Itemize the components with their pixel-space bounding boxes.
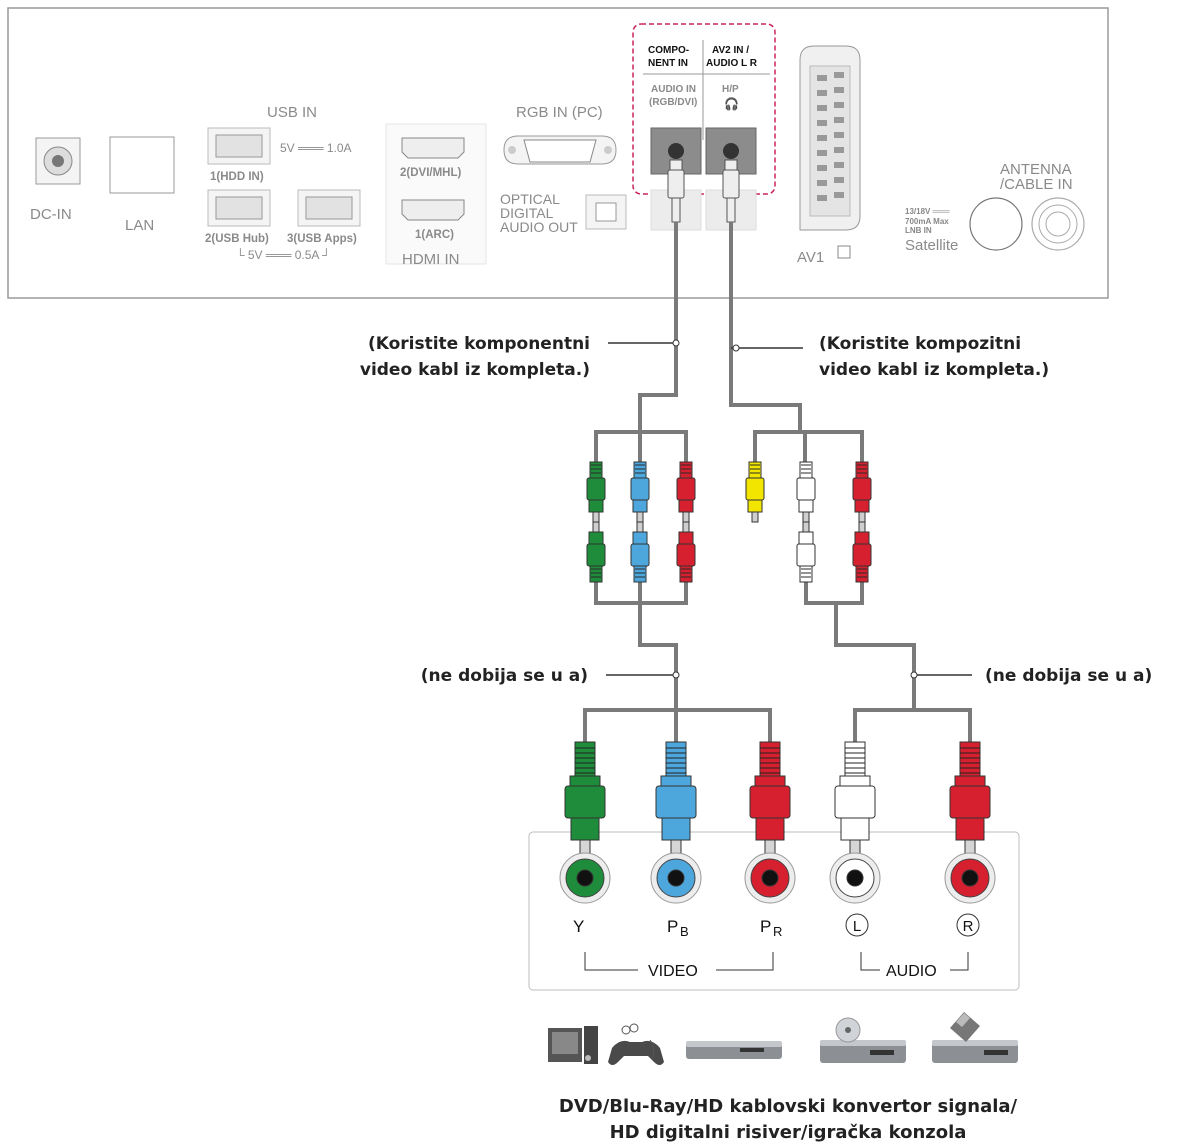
usb2-label: 2(USB Hub) (205, 233, 269, 245)
rgb-in-label: RGB IN (PC) (516, 104, 603, 121)
device-back-panel: Y P B P R L R VIDEO AUDIO (528, 741, 1020, 991)
component-note-1: (Koristite komponentni (368, 334, 590, 354)
av1-scart-port: AV1 (797, 45, 861, 266)
cables (583, 222, 972, 745)
upper-plug-white (796, 461, 816, 523)
jack-label-pr: P (760, 917, 771, 936)
set-top-box-icon (932, 1012, 1018, 1063)
jack-label-y: Y (573, 917, 584, 936)
sat-label-3: LNB IN (905, 226, 932, 235)
hp-label: H/P (722, 84, 739, 95)
blu-ray-player-icon (820, 1017, 906, 1063)
audio-in-label-2: (RGB/DVI) (649, 97, 697, 108)
not-included-left: (ne dobija se u a) (421, 666, 588, 686)
plug-r-red (944, 741, 996, 904)
av2-label-2: AUDIO L R (706, 58, 758, 69)
antenna-label-2: /CABLE IN (1000, 176, 1073, 193)
plug-y-green (559, 741, 611, 904)
dc-in-label: DC-IN (30, 206, 72, 223)
jack-label-r: R (963, 918, 974, 935)
hdmi-ports: 2(DVI/MHL) 1(ARC) HDMI IN (385, 123, 487, 268)
caption-line-1: DVD/Blu-Ray/HD kablovski konvertor signa… (559, 1096, 1018, 1117)
antenna-label-1: ANTENNA (1000, 161, 1072, 178)
gamepad-icon (608, 1023, 664, 1065)
device-plugs (559, 741, 996, 904)
plug-pr-red (744, 741, 796, 904)
av1-label: AV1 (797, 249, 824, 266)
jack-label-l: L (853, 918, 861, 935)
usb-power-1: 5V ═══ 1.0A (280, 141, 352, 155)
antenna-satellite-ports: ANTENNA /CABLE IN 13/18V ═══ 700mA Max L… (905, 161, 1085, 254)
jack-label-pr-sub: R (773, 924, 782, 939)
jack-label-pb: P (667, 917, 678, 936)
audio-in-label-1: AUDIO IN (651, 84, 696, 95)
lower-plug-green (586, 521, 606, 583)
optical-label-1: OPTICAL (500, 191, 560, 207)
plug-l-white (829, 741, 881, 904)
sat-label-2: 700mA Max (905, 217, 949, 226)
upper-plug-red (852, 461, 872, 523)
video-group-label: VIDEO (648, 963, 698, 980)
highlight-box (632, 23, 776, 195)
dvd-player-icon (686, 1041, 782, 1059)
lan-port: LAN (109, 136, 175, 234)
plug-pb-blue (650, 741, 702, 904)
usb1-label: 1(HDD IN) (210, 171, 264, 183)
caption-line-2: HD digitalni risiver/igračka konzola (610, 1122, 967, 1142)
middle-plugs (586, 461, 872, 583)
av2-label-1: AV2 IN / (712, 45, 749, 56)
component-label-1: COMPO- (648, 45, 689, 56)
composite-note-1: (Koristite kompozitni (819, 334, 1021, 354)
dc-in-port: DC-IN (30, 137, 81, 223)
not-included-right: (ne dobija se u a) (985, 666, 1152, 686)
component-note-2: video kabl iz kompleta.) (360, 360, 590, 380)
composite-note-2: video kabl iz kompleta.) (819, 360, 1049, 380)
rgb-port: RGB IN (PC) (503, 104, 617, 165)
jack-label-pb-sub: B (680, 924, 689, 939)
usb-power-2: └ 5V ═══ 0.5A ┘ (236, 248, 331, 262)
tv-back-panel: DC-IN LAN USB IN 5V ═══ 1.0A 1(HDD IN) 2… (7, 7, 1109, 299)
device-icons (548, 1012, 1018, 1065)
optical-port: OPTICAL DIGITAL AUDIO OUT (500, 191, 627, 235)
l-circle (845, 913, 869, 937)
upper-plug-green (586, 461, 606, 523)
audio-group-label: AUDIO (886, 963, 937, 980)
lan-label: LAN (125, 217, 154, 234)
usb-ports: USB IN 5V ═══ 1.0A 1(HDD IN) 2(USB Hub) … (205, 104, 361, 262)
optical-label-3: AUDIO OUT (500, 219, 578, 235)
usb-in-label: USB IN (267, 104, 317, 121)
satellite-label: Satellite (905, 237, 958, 254)
component-label-2: NENT IN (648, 58, 688, 69)
lower-plug-white (796, 521, 816, 583)
optical-label-2: DIGITAL (500, 205, 554, 221)
r-circle (956, 913, 980, 937)
usb3-label: 3(USB Apps) (287, 233, 357, 245)
caption: DVD/Blu-Ray/HD kablovski konvertor signa… (559, 1096, 1018, 1142)
hdmi-in-label: HDMI IN (402, 251, 460, 268)
lower-plug-red (852, 521, 872, 583)
upper-plug-red (676, 461, 696, 523)
upper-plug-yellow (745, 461, 765, 523)
cable-notes: (Koristite komponentni video kabl iz kom… (360, 334, 1152, 686)
hdmi1-label: 1(ARC) (415, 229, 454, 241)
pc-icon (548, 1026, 598, 1064)
lower-plug-red (676, 521, 696, 583)
sat-label-1: 13/18V ═══ (905, 207, 950, 216)
antenna-jack (1031, 197, 1085, 251)
headphone-icon: 🎧 (724, 97, 739, 111)
satellite-jack (969, 197, 1023, 251)
upper-plug-blue (630, 461, 650, 523)
hdmi2-label: 2(DVI/MHL) (400, 167, 462, 179)
lower-plug-blue (630, 521, 650, 583)
